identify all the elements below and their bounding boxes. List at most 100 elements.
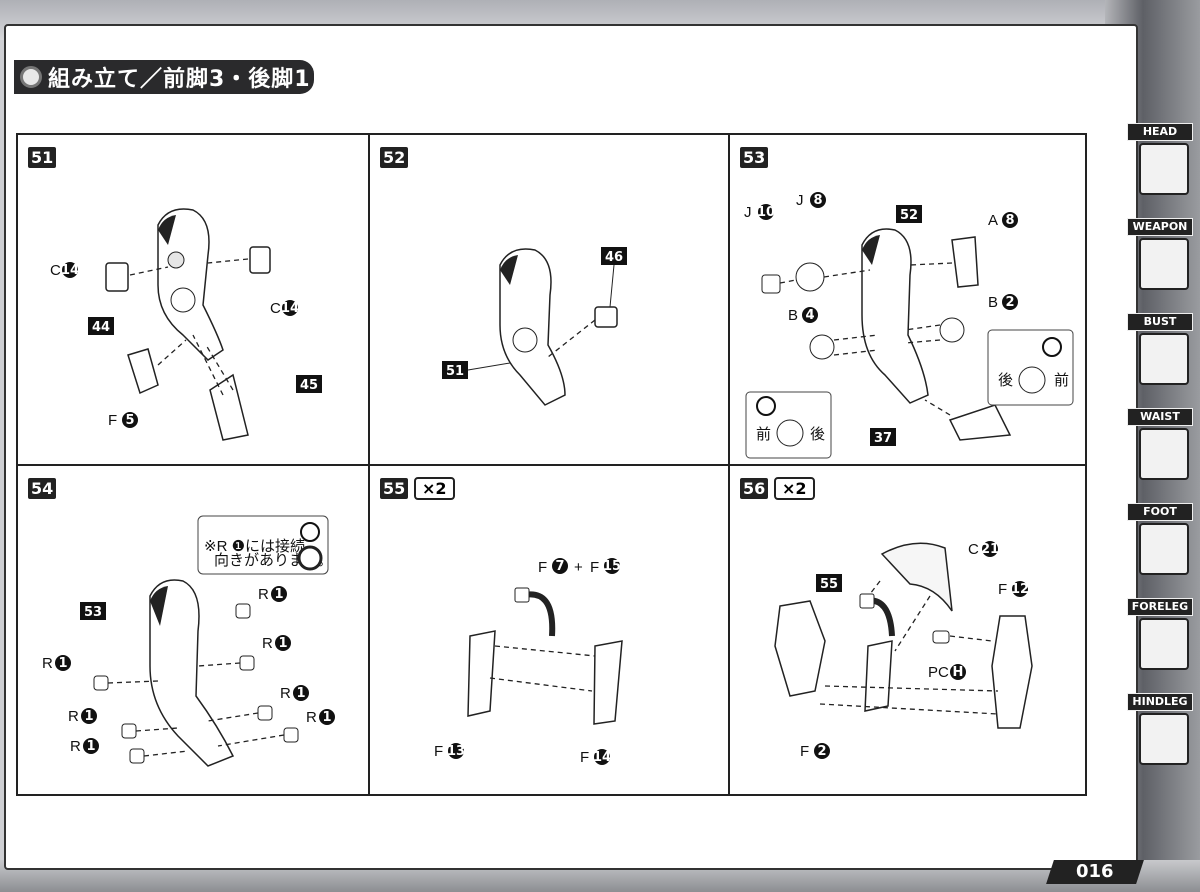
circled-1: 1 xyxy=(296,686,305,701)
label-c: C xyxy=(968,541,979,558)
warning-icon xyxy=(1042,337,1062,357)
label-f: F xyxy=(800,743,809,760)
label-back: 後 xyxy=(810,426,825,443)
bust-thumbnail-icon xyxy=(1139,333,1189,385)
sidebar-item-hindleg[interactable]: HINDLEG xyxy=(1125,693,1195,777)
step-51-panel: 51 C 14 C xyxy=(18,135,370,466)
circled-13: 13 xyxy=(447,744,465,759)
circled-1: 1 xyxy=(86,739,95,754)
sidebar-item-head[interactable]: HEAD xyxy=(1125,123,1195,207)
waist-thumbnail-icon xyxy=(1139,428,1189,480)
circled-10: 10 xyxy=(757,205,775,220)
part-number-55: 55 xyxy=(820,577,838,592)
circled-15: 15 xyxy=(603,559,621,574)
sidebar-item-label: HEAD xyxy=(1127,123,1193,141)
label-f: F xyxy=(434,743,443,760)
part-c14-right xyxy=(249,246,271,274)
step-number: 52 xyxy=(380,147,409,168)
page-number: 016 xyxy=(1046,860,1144,884)
circled-21: 21 xyxy=(981,542,999,557)
sidebar-item-foreleg[interactable]: FORELEG xyxy=(1125,598,1195,682)
circled-14: 14 xyxy=(281,301,299,316)
sidebar-item-label: WEAPON xyxy=(1127,218,1193,236)
circled-14: 14 xyxy=(593,750,611,765)
label-front: 前 xyxy=(756,426,771,443)
circled-5: 5 xyxy=(125,413,134,428)
part-number-46: 46 xyxy=(605,250,623,265)
page-number-text: 016 xyxy=(1076,861,1114,882)
foot-thumbnail-icon xyxy=(1139,523,1189,575)
label-j: J xyxy=(796,192,804,209)
step-number: 51 xyxy=(28,147,57,168)
sidebar-item-label: BUST xyxy=(1127,313,1193,331)
note-callout xyxy=(197,515,329,575)
foreleg-thumbnail-icon xyxy=(1139,618,1189,670)
section-title-bar: 組み立て／前脚3・後脚1 xyxy=(14,60,314,94)
step-56-panel: 56 ×2 C 21 55 F 12 PC xyxy=(730,466,1085,796)
part-number-51: 51 xyxy=(446,364,464,379)
step-number: 54 xyxy=(28,478,57,499)
label-f: F xyxy=(998,581,1007,598)
part-b4 xyxy=(809,334,835,360)
section-title: 組み立て／前脚3・後脚1 xyxy=(48,67,311,92)
circled-1: 1 xyxy=(322,710,331,725)
step-56-diagram: C 21 55 F 12 PC H F 2 xyxy=(774,541,1033,760)
label-front: 前 xyxy=(1054,372,1069,389)
gear-icon xyxy=(20,66,42,88)
sidebar-item-bust[interactable]: BUST xyxy=(1125,313,1195,397)
part-f14 xyxy=(593,640,623,725)
part-c21 xyxy=(880,542,953,612)
part-number-37: 37 xyxy=(874,431,892,446)
sidebar-item-waist[interactable]: WAIST xyxy=(1125,408,1195,492)
part-pc-h xyxy=(932,630,950,644)
quantity-badge: ×2 xyxy=(414,477,455,500)
part-37 xyxy=(948,404,1012,441)
label-b: B xyxy=(788,307,798,324)
circled-2: 2 xyxy=(1005,295,1014,310)
sidebar-item-label: FOOT xyxy=(1127,503,1193,521)
circled-2: 2 xyxy=(817,744,826,759)
step-55-diagram: F 7 + F 15 F 13 F 14 xyxy=(434,558,623,766)
r1-rollers xyxy=(93,603,299,764)
label-f: F xyxy=(580,749,589,766)
label-f: F xyxy=(108,412,117,429)
part-c14-left xyxy=(105,262,129,292)
label-back: 後 xyxy=(998,372,1013,389)
note-text: ※R ❶には接続 xyxy=(204,538,305,555)
label-a: A xyxy=(988,212,998,229)
part-j10 xyxy=(761,274,781,294)
step-number: 53 xyxy=(740,147,769,168)
part-number-44: 44 xyxy=(92,320,110,335)
part-number-45: 45 xyxy=(300,378,318,393)
part-f13 xyxy=(467,630,496,717)
label-f: F xyxy=(590,559,599,576)
circled-12: 12 xyxy=(1011,582,1029,597)
circled-1: 1 xyxy=(58,656,67,671)
part-46 xyxy=(594,306,618,328)
sidebar-item-foot[interactable]: FOOT xyxy=(1125,503,1195,587)
quantity-badge: ×2 xyxy=(774,477,815,500)
step-55-panel: 55 ×2 F 7 + F 15 F 13 F 14 xyxy=(370,466,730,796)
warning-icon xyxy=(300,522,320,542)
step-51-diagram: C 14 C 14 44 45 F 5 xyxy=(50,208,322,441)
part-number-52: 52 xyxy=(900,208,918,223)
label-r: R xyxy=(258,586,269,603)
label-c: C xyxy=(50,262,61,279)
step-54-diagram: ※R ❶には接続 向きがあります。 53 xyxy=(42,515,335,767)
part-f12 xyxy=(991,615,1033,729)
label-r: R xyxy=(306,709,317,726)
sidebar-item-label: HINDLEG xyxy=(1127,693,1193,711)
plus-sign: + xyxy=(574,559,583,576)
sidebar-item-label: WAIST xyxy=(1127,408,1193,426)
circled-1: 1 xyxy=(278,636,287,651)
step-52-diagram: 46 51 xyxy=(442,247,627,406)
sidebar-item-weapon[interactable]: WEAPON xyxy=(1125,218,1195,302)
label-r: R xyxy=(70,738,81,755)
circled-4: 4 xyxy=(805,308,814,323)
circled-h: H xyxy=(953,665,964,680)
warning-icon xyxy=(756,396,776,416)
label-b: B xyxy=(988,294,998,311)
hindleg-thumbnail-icon xyxy=(1139,713,1189,765)
circled-1: 1 xyxy=(274,587,283,602)
head-thumbnail-icon xyxy=(1139,143,1189,195)
